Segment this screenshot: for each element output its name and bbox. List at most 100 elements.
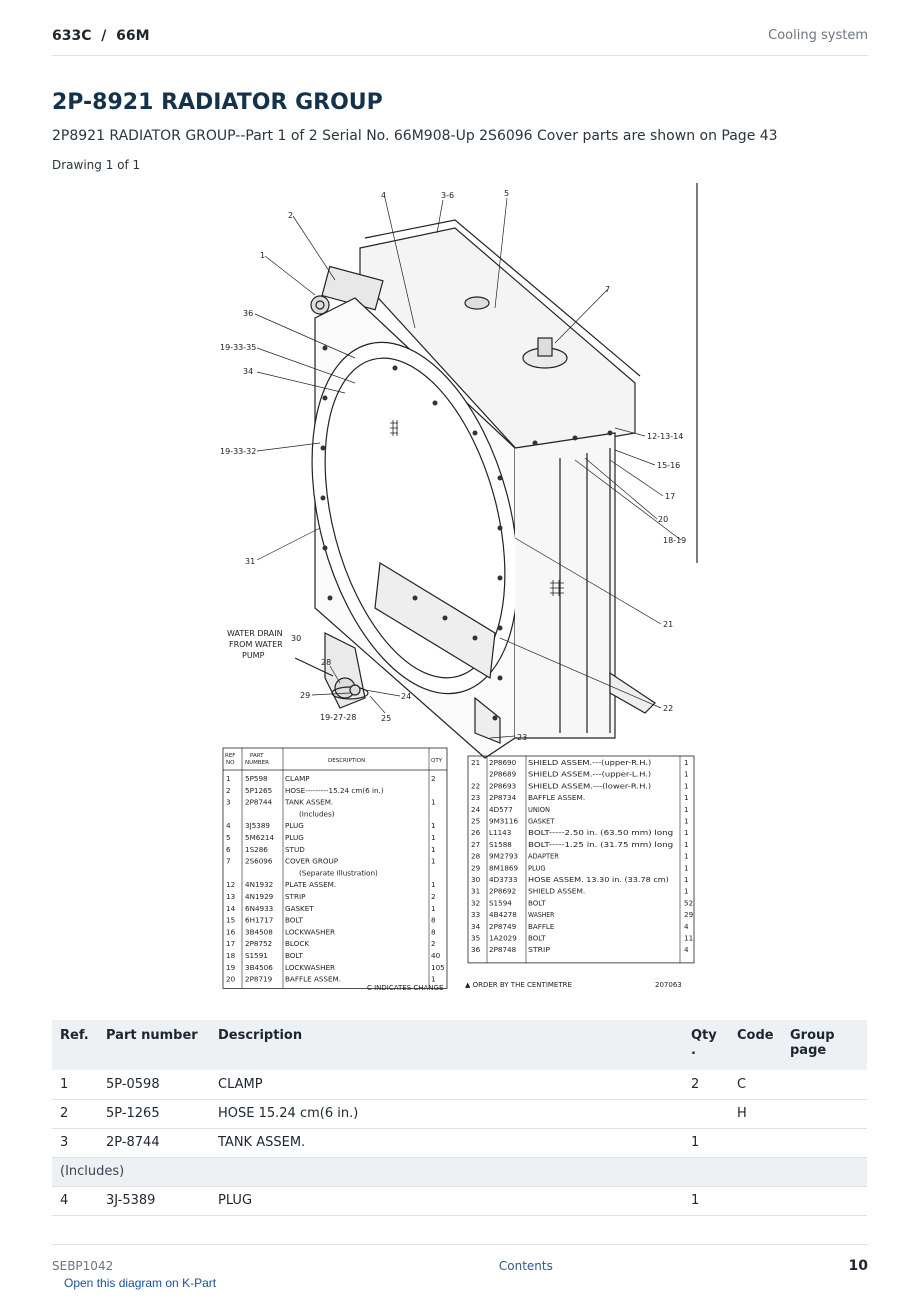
right-table-ref: 26 [471, 828, 481, 837]
right-table-part: 9M2793 [489, 852, 518, 861]
left-table-qty: 2 [431, 892, 436, 901]
left-table-part: 2P8744 [245, 798, 273, 807]
right-table-qty: 4 [684, 945, 689, 954]
right-table-desc: WASHER [528, 910, 554, 919]
left-table-ref: 14 [226, 904, 236, 913]
water-drain-label-3: PUMP [242, 651, 265, 660]
contents-link[interactable]: Contents [498, 1258, 553, 1273]
header-part-number: Part number [98, 1020, 210, 1070]
left-table-desc: BAFFLE ASSEM. [285, 975, 341, 984]
callout-18-19: 18-19 [663, 536, 686, 545]
footnote-order: ▲ ORDER BY THE CENTIMETRE [465, 981, 572, 989]
parts-table: Ref. Part number Description Qty . Code … [52, 1020, 867, 1216]
right-table-qty: 29 [684, 910, 694, 919]
right-table-desc: GASKET [528, 817, 555, 826]
open-kpart-link[interactable]: Open this diagram on K-Part [64, 1276, 217, 1290]
left-table-part: 6H1717 [245, 916, 273, 925]
left-table-desc: BLOCK [285, 939, 309, 948]
callout-25: 25 [381, 714, 391, 723]
left-table-ref: 18 [226, 951, 236, 960]
cell-ref: 1 [52, 1070, 98, 1100]
right-table-part: 2P8689 [489, 770, 517, 779]
right-table-qty: 1 [684, 793, 689, 802]
right-table-ref: 31 [471, 887, 480, 896]
left-table-frame [222, 747, 448, 989]
right-table-ref: 27 [471, 840, 480, 849]
callout-3-6: 3-6 [441, 191, 454, 200]
left-table-part: 6N4933 [245, 904, 273, 913]
cell-qty [683, 1099, 729, 1129]
drawing-number: 207063 [655, 981, 682, 989]
right-table-part: S1588 [489, 840, 512, 849]
right-table-part: 2P8692 [489, 887, 516, 896]
header-qty: Qty . [683, 1020, 729, 1070]
left-table-desc: CLAMP [285, 774, 310, 783]
header-code: Code [729, 1020, 782, 1070]
left-table-desc: TANK ASSEM. [284, 798, 333, 807]
left-table-desc: (Separate Illustration) [299, 868, 378, 877]
left-table-part: 5M6214 [245, 833, 274, 842]
right-table-qty: 1 [684, 781, 689, 790]
cell-code: H [729, 1099, 782, 1129]
right-table-desc: SHIELD ASSEM.---(lower-R.H.) [528, 781, 651, 790]
right-table-desc: STRIP [528, 945, 551, 954]
right-table-qty: 1 [684, 875, 689, 884]
left-table-desc: STRIP [285, 892, 306, 901]
left-table-ref: 7 [226, 857, 231, 866]
right-table-qty: 1 [684, 852, 689, 861]
right-table-desc: PLUG [528, 863, 546, 872]
left-table-qty: 1 [431, 845, 436, 854]
right-table-part: 4D3733 [489, 875, 517, 884]
right-table-qty: 1 [684, 817, 689, 826]
right-table-desc: BOLT-----2.50 in. (63.50 mm) long [528, 828, 673, 837]
left-table-desc: LOCKWASHER [285, 963, 335, 972]
left-table-part: 2P8752 [245, 939, 272, 948]
table-note-row: (Includes) [52, 1157, 867, 1187]
cell-description: PLUG [210, 1186, 683, 1216]
cell-code [729, 1186, 782, 1216]
callout-21: 21 [663, 620, 673, 629]
left-table-qty: 1 [431, 833, 436, 842]
cell-qty: 1 [683, 1128, 729, 1158]
cell-part-number: 2P-8744 [98, 1128, 210, 1158]
right-table-part: 1A2029 [489, 934, 517, 943]
callout-22: 22 [663, 704, 673, 713]
callout-34: 34 [243, 367, 253, 376]
right-table-qty: 1 [684, 828, 689, 837]
page-subtitle: 2P8921 RADIATOR GROUP--Part 1 of 2 Seria… [52, 128, 778, 144]
left-table-qty: 8 [431, 927, 436, 936]
right-table-part: L1143 [489, 828, 511, 837]
left-table-part: S1591 [245, 951, 268, 960]
left-table-desc: HOSE---------15.24 cm(6 in.) [285, 786, 384, 795]
left-table-desc: LOCKWASHER [285, 927, 335, 936]
drawing-label: Drawing 1 of 1 [52, 158, 141, 172]
right-table-ref: 35 [471, 934, 480, 943]
cell-code [729, 1128, 782, 1158]
right-table-part: 2P8734 [489, 793, 517, 802]
right-table-qty: 1 [684, 863, 689, 872]
left-table-desc: COVER GROUP [285, 857, 339, 866]
left-table-part: 2S6096 [245, 857, 273, 866]
left-table-qty: 1 [431, 821, 436, 830]
document-id: SEBP1042 [52, 1258, 114, 1273]
right-table-ref: 32 [471, 898, 480, 907]
left-table-desc: PLUG [285, 833, 304, 842]
callout-12-13-14: 12-13-14 [647, 432, 683, 441]
left-table-qty: 2 [431, 774, 436, 783]
cell-description: HOSE 15.24 cm(6 in.) [210, 1099, 683, 1129]
section-label: Cooling system [768, 28, 868, 43]
table-header-row: Ref. Part number Description Qty . Code … [52, 1020, 867, 1070]
right-table-qty: 1 [684, 770, 689, 779]
cell-part-number: 3J-5389 [98, 1186, 210, 1216]
cell-ref: 4 [52, 1186, 98, 1216]
right-table-qty: 4 [684, 922, 689, 931]
left-table-qty: 40 [431, 951, 441, 960]
callout-20: 20 [658, 515, 668, 524]
page-title: 2P-8921 RADIATOR GROUP [52, 90, 383, 115]
left-table-part: 4N1932 [245, 880, 273, 889]
left-table-desc: (Includes) [299, 809, 335, 818]
cell-qty: 1 [683, 1186, 729, 1216]
right-table-ref: 33 [471, 910, 480, 919]
left-table-header-part-2: NUMBER [245, 760, 269, 766]
